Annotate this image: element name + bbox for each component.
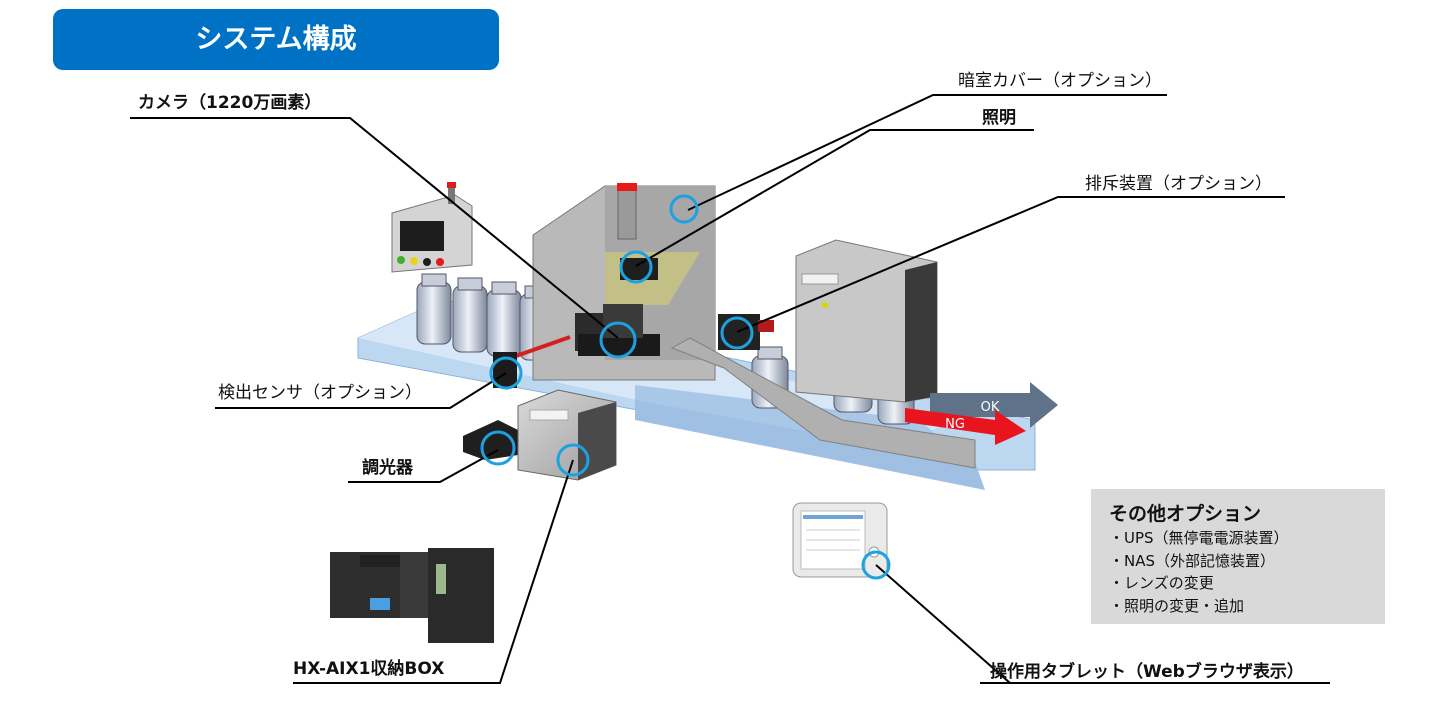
option-item: レンズの変更 [1109,572,1289,595]
leader-reject [736,196,1285,333]
tablet-device [792,502,888,578]
camera-unit [575,304,660,356]
dimmer-unit [463,420,518,460]
leader-detect-sensor [215,372,507,409]
label-dark-cover: 暗室カバー（オプション） [958,71,1162,91]
option-item: UPS（無停電電源装置） [1109,527,1289,550]
label-reject-device: 排斥装置（オプション） [1085,174,1272,194]
other-options-list: UPS（無停電電源装置） NAS（外部記憶装置） レンズの変更 照明の変更・追加 [1109,527,1289,617]
callout-rings [480,194,891,580]
other-options-title: その他オプション [1109,503,1262,525]
controller-unit [330,548,494,643]
control-cabinet [795,239,938,403]
leader-box [293,459,574,684]
label-lighting: 照明 [982,108,1016,128]
label-tablet: 操作用タブレット（Webブラウザ表示） [990,662,1304,682]
leader-dark-cover [687,94,1167,211]
leader-dimmer [348,449,499,483]
ng-arrow: NG [905,408,1026,445]
leader-tablet-diag [875,564,1011,684]
storage-box [517,389,617,481]
leader-lines [130,94,1330,684]
label-detect-sensor: 検出センサ（オプション） [218,383,422,403]
other-options-panel: その他オプション UPS（無停電電源装置） NAS（外部記憶装置） レンズの変更… [1091,489,1385,624]
option-item: 照明の変更・追加 [1109,595,1289,618]
reject-chute [670,337,976,469]
option-item: NAS（外部記憶装置） [1109,550,1289,573]
label-controller-box: HX-AIX1収納BOX [293,659,445,679]
leader-camera [130,117,619,339]
hmi-monitor [391,182,473,273]
label-camera: カメラ（1220万画素） [138,93,322,113]
page-title: システム構成 [53,9,499,70]
label-dimmer: 調光器 [362,458,413,478]
leader-lighting [635,129,1034,267]
ng-label: NG [945,417,965,432]
